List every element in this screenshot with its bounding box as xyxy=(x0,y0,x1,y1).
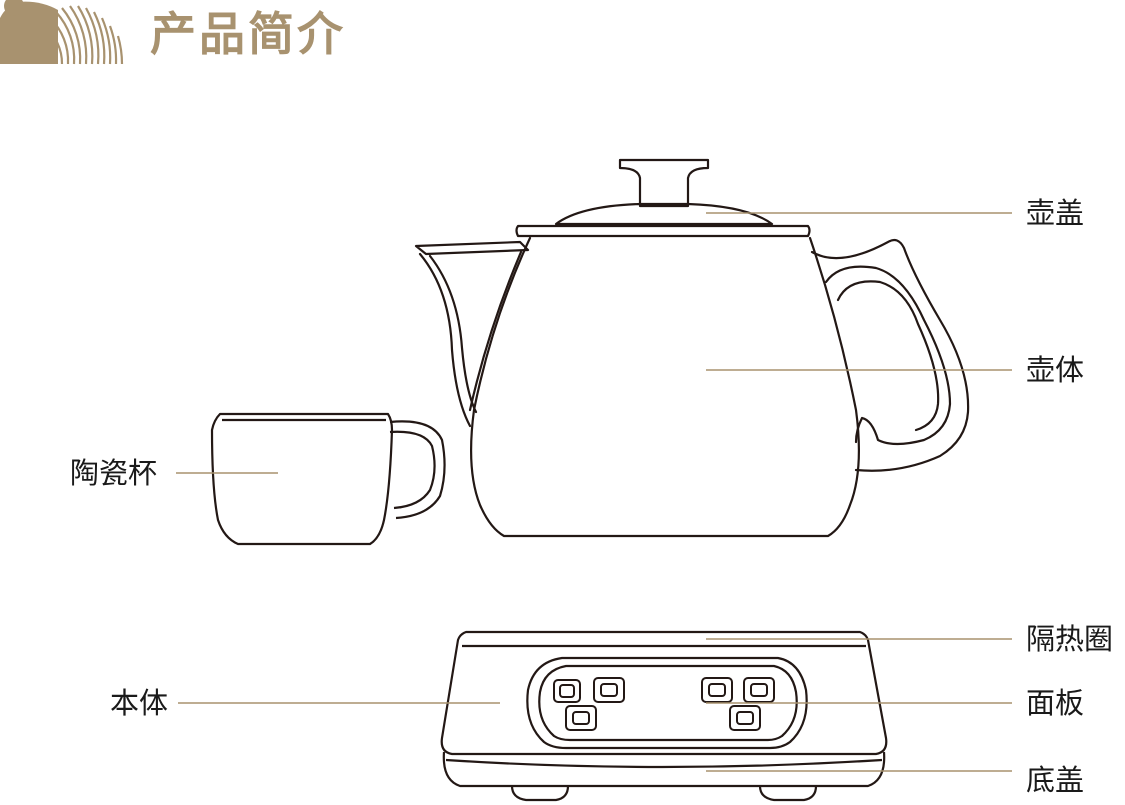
teapot-rim xyxy=(515,224,811,238)
label-panel: 面板 xyxy=(1026,686,1085,720)
page-title: 产品简介 xyxy=(150,7,346,61)
page-header: 产品简介 xyxy=(0,0,1125,80)
teapot-body xyxy=(470,236,860,538)
bottom-cover xyxy=(442,751,886,788)
panel-buttons xyxy=(553,677,775,731)
teapot-illustration xyxy=(414,158,970,538)
panel-button[interactable] xyxy=(729,705,761,731)
label-bottom-cover: 底盖 xyxy=(1026,763,1085,797)
teapot-lid xyxy=(554,202,774,226)
label-ceramic-cup: 陶瓷杯 xyxy=(70,456,158,490)
base-outer xyxy=(440,630,888,756)
ceramic-cup-illustration xyxy=(210,412,446,546)
leader-lines xyxy=(176,212,1012,772)
panel-button[interactable] xyxy=(565,705,597,731)
control-panel xyxy=(526,656,808,750)
label-pot-body: 壶体 xyxy=(1026,353,1085,387)
panel-button[interactable] xyxy=(701,677,733,703)
brand-arc-logo-icon xyxy=(0,0,124,65)
panel-button[interactable] xyxy=(743,677,775,703)
panel-button[interactable] xyxy=(553,679,581,703)
lid-knob xyxy=(618,158,710,208)
label-base-body: 本体 xyxy=(110,686,169,720)
teapot-handle xyxy=(810,238,970,472)
panel-button[interactable] xyxy=(593,677,625,703)
base-illustration xyxy=(440,630,888,802)
label-lid: 壶盖 xyxy=(1026,196,1085,230)
label-heat-ring: 隔热圈 xyxy=(1026,622,1114,656)
